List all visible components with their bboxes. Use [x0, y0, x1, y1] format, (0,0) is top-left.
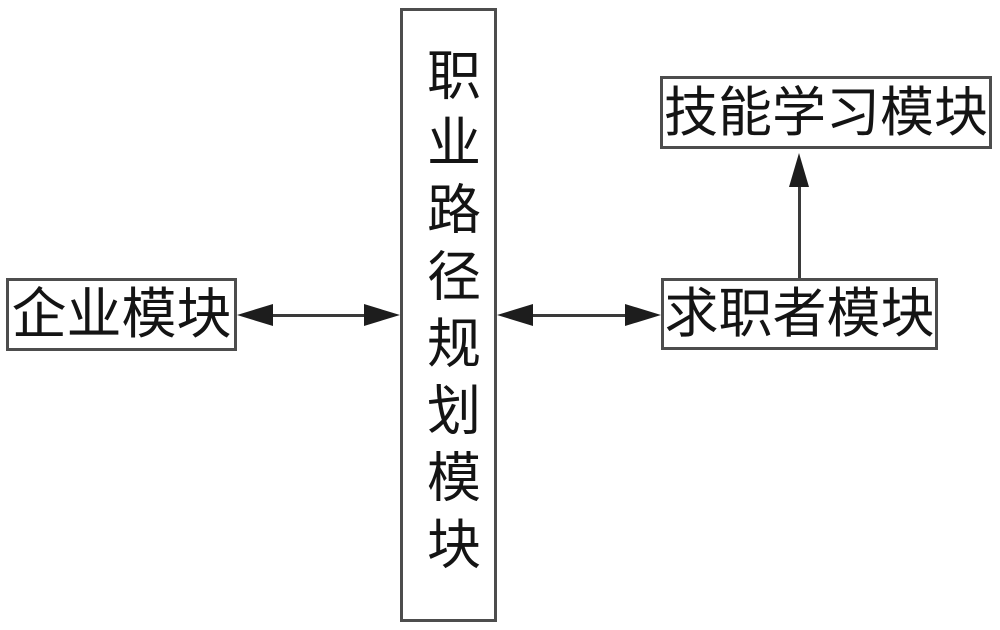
node-skill-learning: 技能学习模块 [660, 76, 992, 149]
arrow-shaft [273, 313, 364, 317]
node-career-path-planning: 职业路径规划模块 [400, 8, 497, 622]
arrow-shaft [797, 187, 801, 278]
node-enterprise-label: 企业模块 [11, 284, 232, 345]
node-career-path-planning-label: 职业路径规划模块 [418, 47, 479, 583]
arrowhead-left-icon [497, 304, 533, 326]
node-skill-learning-label: 技能学习模块 [664, 82, 988, 143]
arrowhead-right-icon [625, 304, 661, 326]
arrowhead-up-icon [789, 153, 809, 187]
node-jobseeker: 求职者模块 [661, 278, 938, 350]
arrowhead-left-icon [237, 304, 273, 326]
node-jobseeker-label: 求职者模块 [664, 284, 935, 344]
arrowhead-right-icon [364, 304, 400, 326]
node-enterprise: 企业模块 [6, 278, 237, 351]
arrow-shaft [533, 313, 625, 317]
edge-jobseeker-skill-up-arrow [787, 153, 811, 278]
edge-career-jobseeker-double-arrow [497, 301, 661, 329]
edge-enterprise-career-double-arrow [237, 301, 400, 329]
